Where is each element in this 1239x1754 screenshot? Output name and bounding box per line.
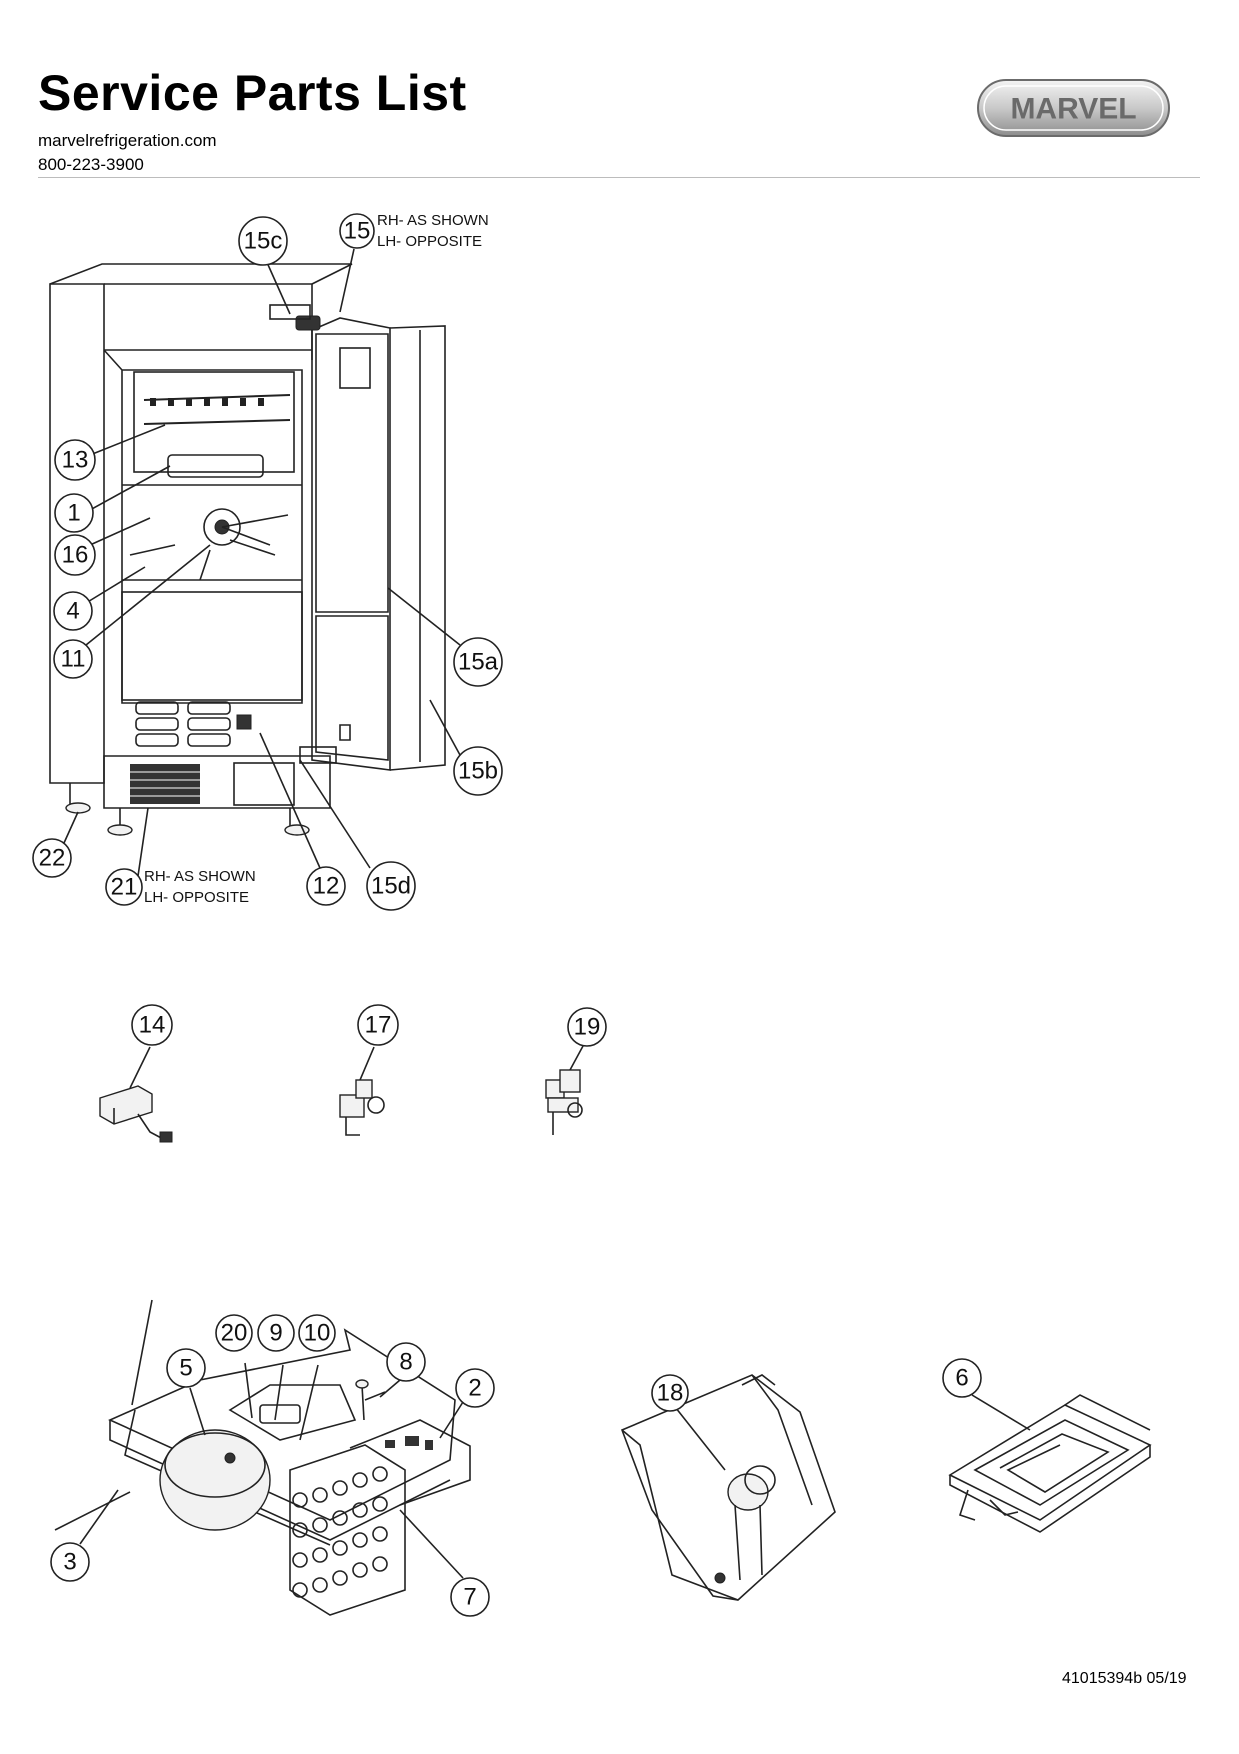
logo-text: MARVEL xyxy=(1010,93,1136,126)
callout-12: 12 xyxy=(306,866,346,906)
callout-18: 18 xyxy=(651,1374,689,1412)
door-assembly xyxy=(269,304,446,771)
svg-text:7: 7 xyxy=(463,1584,476,1611)
callout-21: 21 xyxy=(105,868,143,906)
page-title: Service Parts List xyxy=(38,65,467,121)
svg-text:9: 9 xyxy=(269,1320,282,1347)
document-number: 41015394b 05/19 xyxy=(1062,1670,1187,1687)
svg-text:20: 20 xyxy=(221,1320,248,1347)
callout-15: 15 xyxy=(339,213,375,249)
callout-8: 8 xyxy=(386,1342,426,1382)
ice-maker-cabinet xyxy=(49,263,353,836)
door-note-lh: LH- OPPOSITE xyxy=(377,233,482,250)
callout-9: 9 xyxy=(257,1314,295,1352)
svg-text:15d: 15d xyxy=(371,873,411,900)
callout-16: 16 xyxy=(54,534,96,576)
svg-text:1: 1 xyxy=(67,500,80,527)
callout-15a: 15a xyxy=(453,637,503,687)
svg-text:21: 21 xyxy=(111,874,138,901)
part-14-transformer xyxy=(99,1046,173,1143)
svg-text:22: 22 xyxy=(39,845,66,872)
callout-1: 1 xyxy=(54,493,94,533)
header-divider xyxy=(38,177,1200,178)
callout-17: 17 xyxy=(357,1004,399,1046)
callout-2: 2 xyxy=(455,1368,495,1408)
svg-text:10: 10 xyxy=(304,1320,331,1347)
svg-text:3: 3 xyxy=(63,1549,76,1576)
callout-22: 22 xyxy=(32,838,72,878)
website-url[interactable]: marvelrefrigeration.com xyxy=(38,131,217,150)
door-note-rh: RH- AS SHOWN xyxy=(377,212,489,229)
part-6-drain-pan xyxy=(948,1394,1152,1533)
svg-text:15b: 15b xyxy=(458,758,498,785)
phone-number: 800-223-3900 xyxy=(38,155,144,174)
callout-3: 3 xyxy=(50,1542,90,1582)
svg-text:4: 4 xyxy=(66,598,79,625)
svg-text:19: 19 xyxy=(574,1014,601,1041)
callout-10: 10 xyxy=(298,1314,336,1352)
callout-6: 6 xyxy=(942,1358,982,1398)
callout-20: 20 xyxy=(215,1314,253,1352)
callout-15b: 15b xyxy=(453,746,503,796)
callout-7: 7 xyxy=(450,1577,490,1617)
part-19-valve xyxy=(545,1045,584,1135)
callout-4: 4 xyxy=(53,591,93,631)
svg-text:8: 8 xyxy=(399,1349,412,1376)
svg-text:15a: 15a xyxy=(458,649,499,676)
svg-text:15: 15 xyxy=(344,218,371,245)
svg-text:6: 6 xyxy=(955,1365,968,1392)
svg-text:13: 13 xyxy=(62,447,89,474)
svg-text:16: 16 xyxy=(62,542,89,569)
svg-text:2: 2 xyxy=(468,1375,481,1402)
part-18-reservoir xyxy=(620,1374,836,1601)
svg-text:11: 11 xyxy=(61,646,86,673)
svg-text:18: 18 xyxy=(657,1380,684,1407)
callout-5: 5 xyxy=(166,1348,206,1388)
callout-11: 11 xyxy=(53,639,93,679)
svg-text:12: 12 xyxy=(313,873,340,900)
callout-13: 13 xyxy=(54,439,96,481)
svg-text:14: 14 xyxy=(139,1012,166,1039)
callout-14: 14 xyxy=(131,1004,173,1046)
marvel-logo: MARVEL xyxy=(977,79,1170,137)
grille-note-lh: LH- OPPOSITE xyxy=(144,889,249,906)
svg-text:17: 17 xyxy=(365,1012,392,1039)
svg-text:5: 5 xyxy=(179,1355,192,1382)
callout-15c: 15c xyxy=(238,216,288,266)
callout-19: 19 xyxy=(567,1007,607,1047)
grille-note-rh: RH- AS SHOWN xyxy=(144,868,256,885)
part-17-valve xyxy=(339,1046,385,1136)
callout-15d: 15d xyxy=(366,861,416,911)
svg-text:15c: 15c xyxy=(244,228,283,255)
